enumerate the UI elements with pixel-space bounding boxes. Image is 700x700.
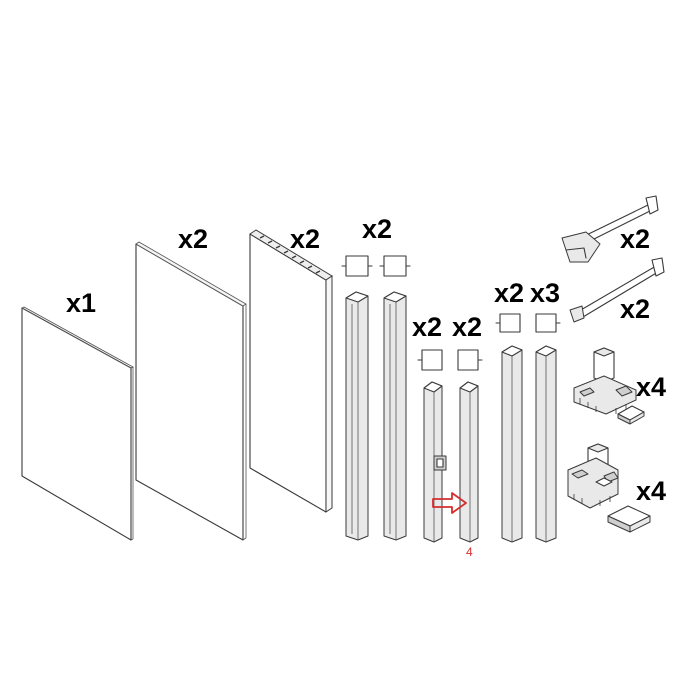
profile-c-right: [535, 345, 557, 543]
profile-c-left: [501, 345, 523, 543]
corner-cap-lower: [607, 505, 651, 533]
corner-cap-upper: [617, 405, 645, 425]
quantity-label-profile-c-x3: x3: [530, 278, 560, 308]
quantity-label-panel-slotted: x2: [290, 224, 320, 254]
panel-slot-marks: [259, 235, 321, 274]
profile-cross-section-icon: [495, 313, 561, 333]
panel-medium: [135, 241, 247, 541]
handle-bracket-lower: [569, 257, 665, 323]
quantity-label-panel-small: x1: [66, 288, 96, 318]
callout-arrow-icon: [432, 492, 467, 514]
quantity-label-handle-bracket-upper: x2: [620, 224, 650, 254]
tall-profile-right: [383, 291, 407, 541]
panel-small: [21, 306, 134, 541]
profile-cross-section-icon: [417, 349, 443, 371]
tall-profile-left: [345, 291, 369, 541]
panel-slotted: [249, 229, 333, 513]
quantity-label-short-profile-plain: x2: [452, 312, 482, 342]
quantity-label-short-profile-with-bracket: x2: [412, 312, 442, 342]
profile-cross-section-icon: [457, 349, 483, 371]
corner-connector-upper: [573, 347, 637, 415]
short-profile-plain: [459, 381, 479, 543]
quantity-label-corner-connector-lower: x4: [636, 476, 666, 506]
quantity-label-corner-connector-upper: x4: [636, 372, 666, 402]
corner-connector-lower: [567, 443, 619, 509]
callout-label: 4: [466, 545, 473, 559]
quantity-label-tall-profile-pair: x2: [362, 214, 392, 244]
profile-cross-section-icon: [341, 255, 411, 277]
quantity-label-profile-c-x2: x2: [494, 278, 524, 308]
quantity-label-handle-bracket-lower: x2: [620, 294, 650, 324]
handle-bracket-upper: [561, 195, 659, 263]
quantity-label-panel-medium: x2: [178, 224, 208, 254]
short-profile-with-bracket: [423, 381, 447, 543]
